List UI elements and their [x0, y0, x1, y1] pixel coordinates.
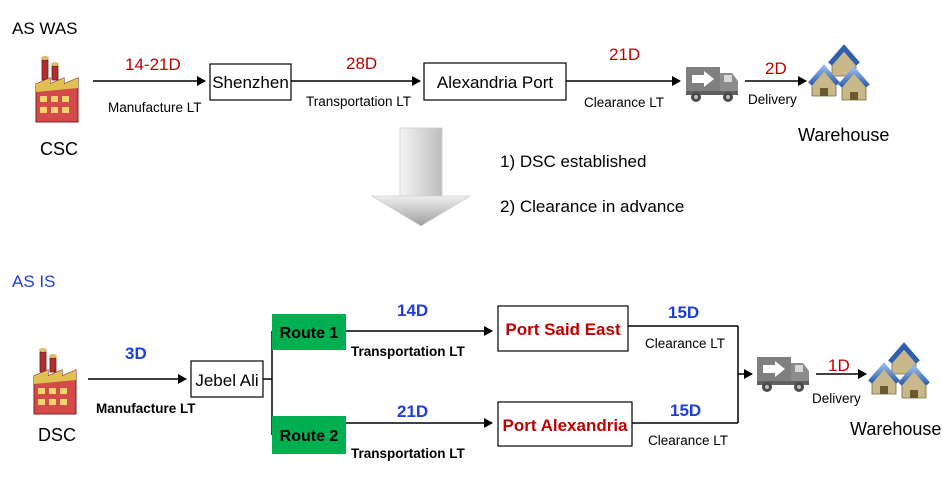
as-is-node-jebel-ali [190, 360, 264, 398]
route-2-clearance-lt: 15D [670, 401, 701, 420]
warehouse-icon [870, 346, 928, 398]
as-is-node-jebel-ali-label: Jebel Ali [195, 371, 258, 390]
as-was-heading: AS WAS [12, 19, 78, 38]
route-1-transport-lt: 14D [397, 301, 428, 320]
route-2-transport-lt: 21D [397, 402, 428, 421]
route-1-port-label: Port Said East [505, 320, 621, 339]
as-was-clearance-label: Clearance LT [584, 95, 664, 110]
as-is-delivery-label: Delivery [812, 391, 861, 406]
as-was-clearance-lt: 21D [609, 45, 640, 64]
as-is-manufacture-lt: 3D [125, 344, 147, 363]
as-is-origin-label: DSC [38, 425, 76, 445]
as-was-dest-label: Warehouse [798, 125, 889, 145]
as-was-delivery-lt: 2D [765, 59, 787, 78]
as-was-manufacture-lt: 14-21D [125, 55, 181, 74]
as-was-node-alexandria-label: Alexandria Port [437, 73, 554, 92]
as-was-node-shenzhen [209, 63, 292, 101]
as-is-manufacture-label: Manufacture LT [96, 401, 196, 416]
change-item-2: 2) Clearance in advance [500, 197, 684, 216]
as-was-delivery-label: Delivery [748, 92, 797, 107]
as-was-node-alexandria [423, 62, 567, 101]
as-was-node-shenzhen-label: Shenzhen [212, 73, 289, 92]
route-1-label: Route 1 [280, 325, 339, 342]
factory-icon [35, 55, 79, 123]
change-item-1: 1) DSC established [500, 152, 646, 171]
route-2-label: Route 2 [280, 428, 339, 445]
warehouse-icon [810, 48, 868, 100]
factory-icon [33, 347, 77, 415]
route-2-clearance-label: Clearance LT [648, 433, 728, 448]
as-was-origin-label: CSC [40, 139, 78, 159]
route-2-transport-label: Transportation LT [351, 446, 466, 461]
as-is-heading: AS IS [12, 272, 55, 291]
as-was-transport-lt: 28D [346, 54, 377, 73]
route-2-port-label: Port Alexandria [502, 416, 628, 435]
route-2-port-node [497, 401, 633, 447]
route-2-badge [272, 416, 346, 454]
route-1-badge [272, 314, 346, 350]
as-is-dest-label: Warehouse [850, 419, 941, 439]
route-1-port-node [497, 305, 629, 352]
as-is-delivery-lt: 1D [828, 356, 850, 375]
as-was-manufacture-label: Manufacture LT [108, 100, 202, 115]
truck-icon [757, 357, 809, 392]
as-was-transport-label: Transportation LT [306, 94, 411, 109]
down-arrow-icon [370, 127, 472, 227]
route-1-clearance-lt: 15D [668, 303, 699, 322]
route-1-clearance-label: Clearance LT [645, 336, 725, 351]
route-1-transport-label: Transportation LT [351, 344, 466, 359]
truck-icon [686, 67, 738, 102]
